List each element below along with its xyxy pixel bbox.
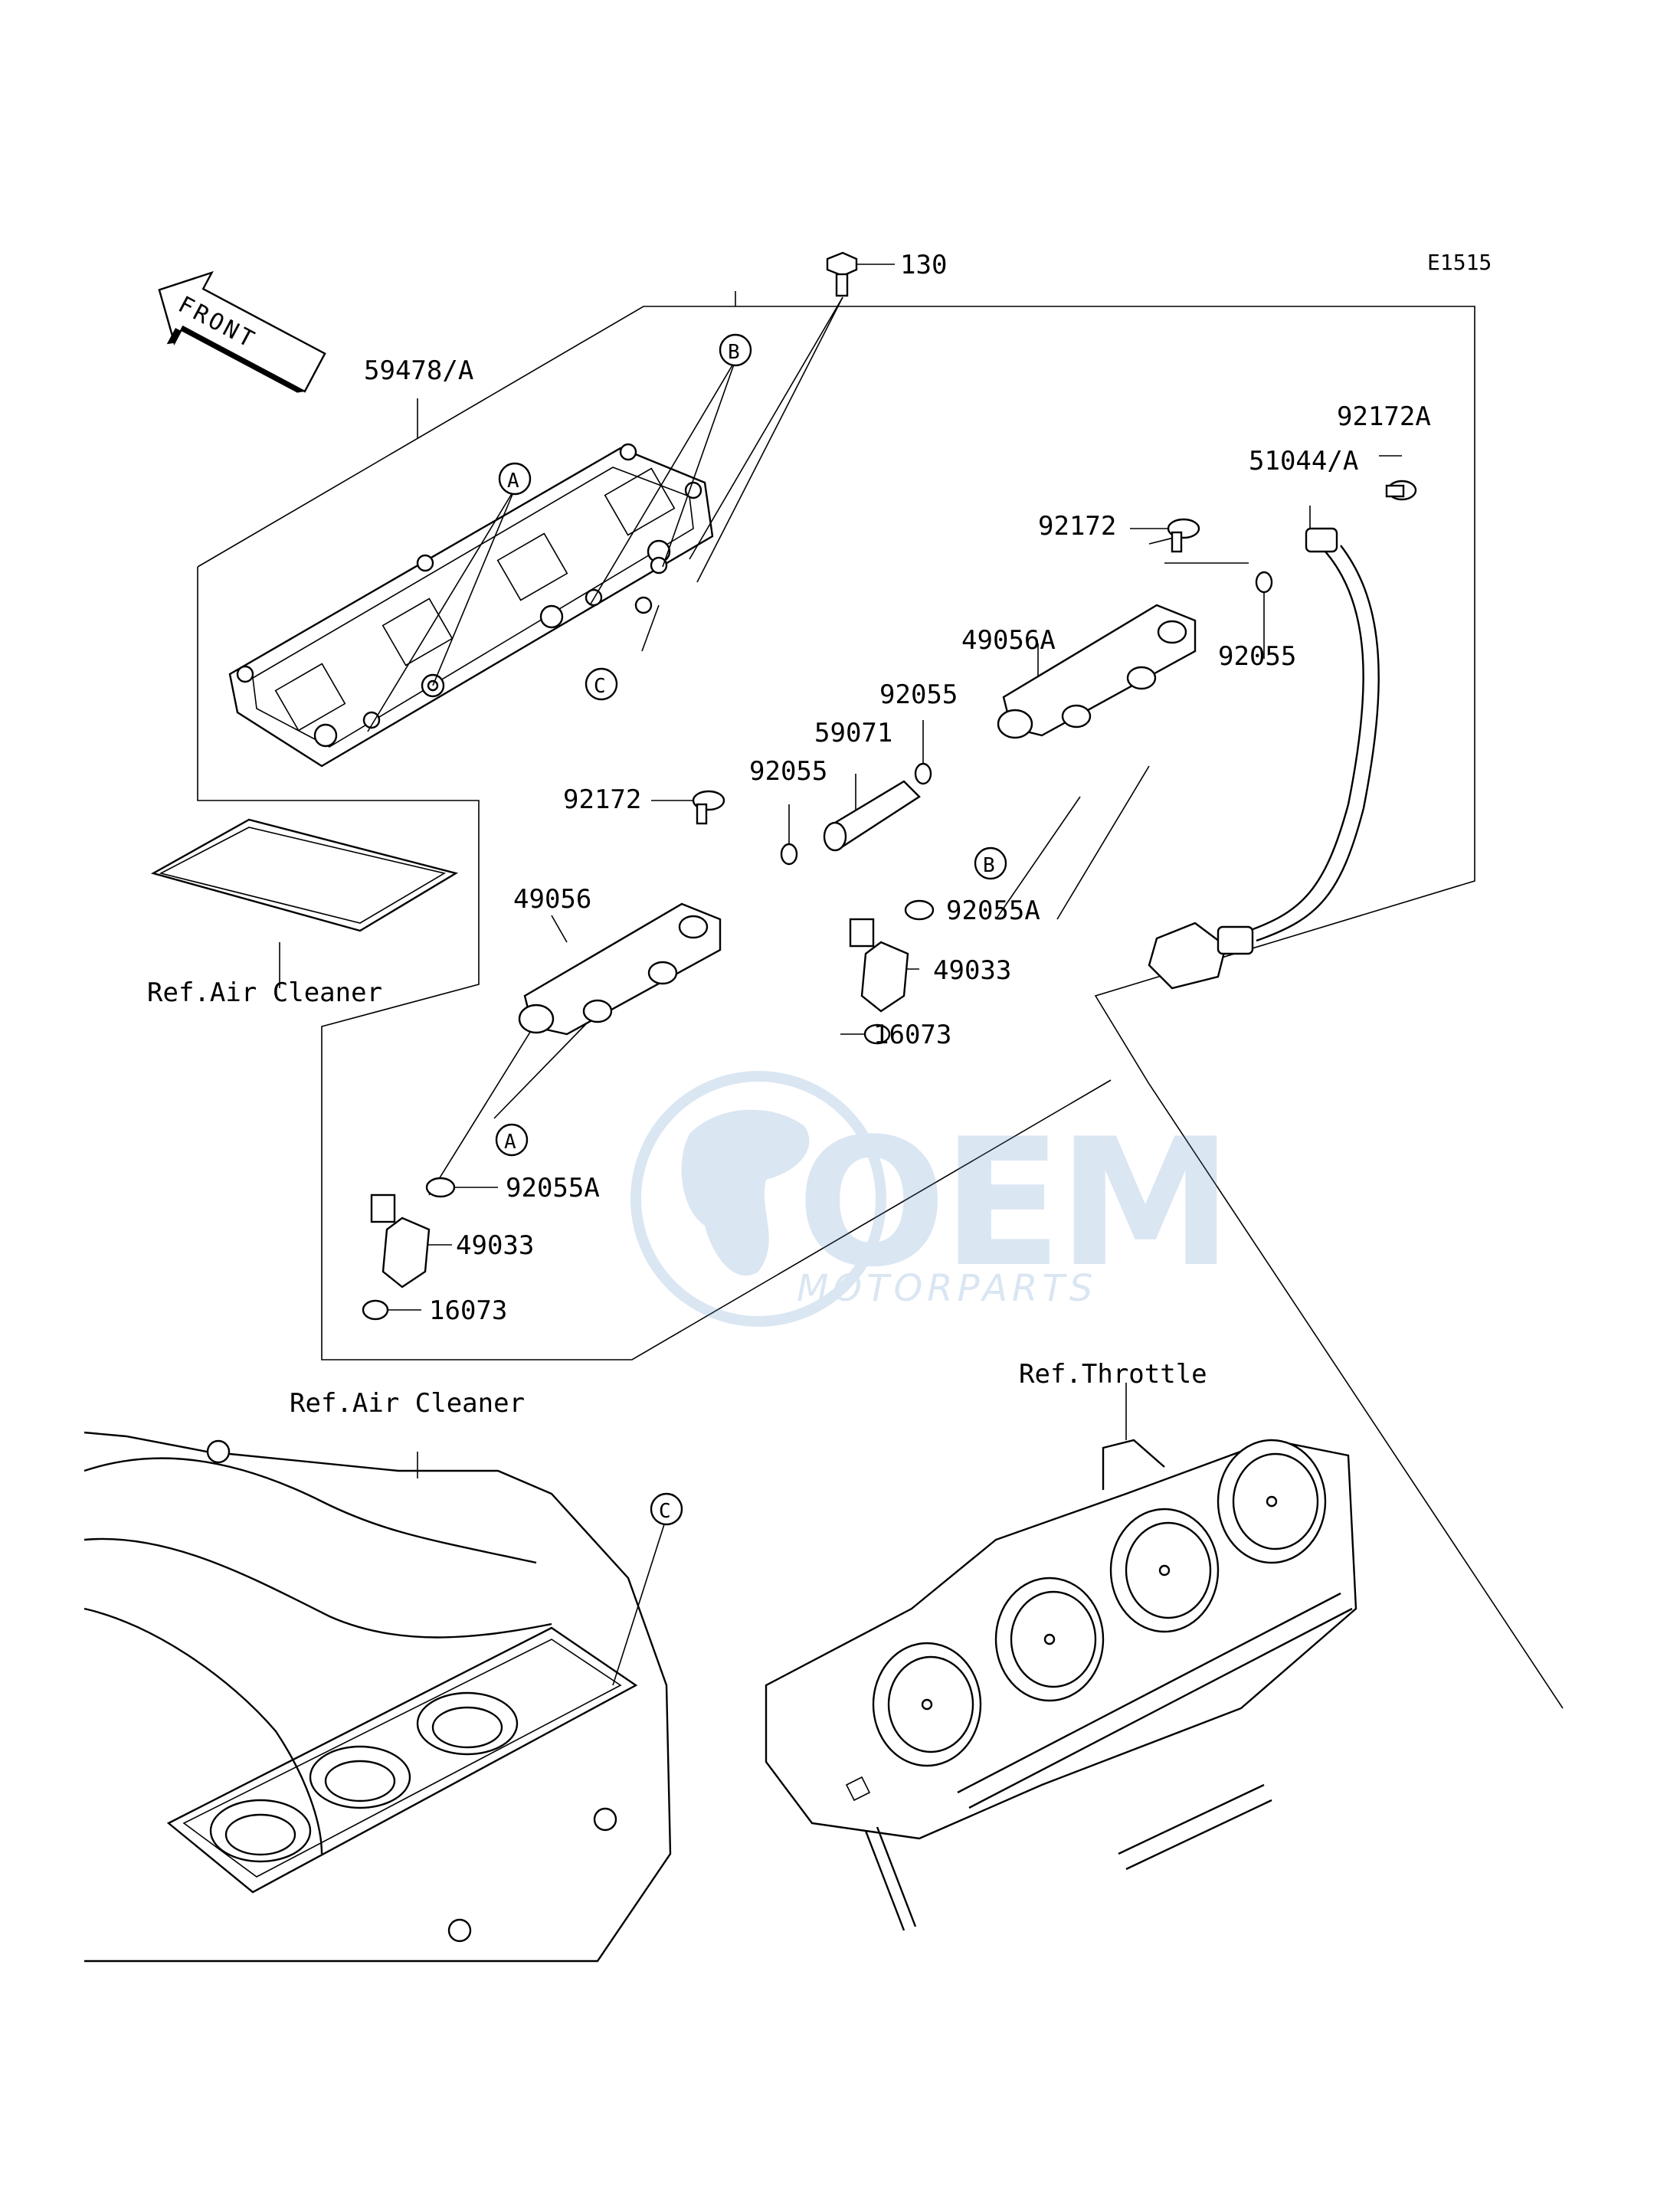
svg-text:C: C	[594, 675, 606, 698]
label-49033-right: 49033	[933, 955, 1011, 986]
screw-92172a	[1385, 480, 1417, 501]
throttle-body-assembly	[765, 1439, 1357, 1931]
svg-text:A: A	[504, 1131, 516, 1154]
ref-air-cleaner-bottom: Ref.Air Cleaner	[290, 1388, 525, 1419]
label-51044a: 51044/A	[1249, 446, 1358, 476]
label-130: 130	[900, 250, 947, 280]
bolt-130-part	[826, 251, 858, 297]
label-59071: 59071	[814, 718, 892, 748]
globe-icon	[630, 1071, 886, 1327]
diagram-code: E1515	[1427, 250, 1492, 275]
oem-motorparts-watermark: OEM MOTORPARTS	[630, 1071, 1233, 1327]
injector-49033-right	[849, 918, 909, 1045]
callout-a-1: A	[498, 462, 532, 496]
label-16073-right: 16073	[873, 1020, 951, 1050]
label-92172a: 92172A	[1337, 401, 1431, 432]
label-92055-right: 92055	[1218, 641, 1296, 672]
svg-text:C: C	[659, 1500, 671, 1523]
callout-c-1: C	[585, 667, 618, 701]
label-92055-mid2: 92055	[749, 756, 827, 787]
screw-92172-left	[692, 790, 725, 825]
label-92055a-left: 92055A	[506, 1173, 600, 1203]
delivery-pipe-49056a	[997, 604, 1197, 739]
callout-b-1: B	[719, 333, 752, 367]
fuel-hose-51044a	[1148, 527, 1380, 990]
svg-text:B: B	[983, 854, 995, 877]
callout-b-2: B	[974, 846, 1007, 880]
label-49033-left: 49033	[456, 1230, 534, 1261]
watermark-brand: OEM	[797, 1102, 1229, 1306]
assembly-frame	[197, 306, 1564, 1709]
air-cleaner-gasket	[150, 818, 459, 932]
callout-a-2: A	[495, 1123, 529, 1157]
label-92172-left: 92172	[563, 784, 641, 815]
intake-cover-part	[228, 443, 714, 768]
callout-c-2: C	[650, 1492, 683, 1526]
o-rings	[425, 571, 1273, 1198]
label-59478a: 59478/A	[364, 355, 473, 386]
ref-air-cleaner-top: Ref.Air Cleaner	[147, 977, 382, 1008]
delivery-pipe-49056	[518, 902, 722, 1036]
svg-text:A: A	[507, 470, 519, 493]
label-49056: 49056	[513, 884, 591, 915]
label-16073-left: 16073	[429, 1295, 507, 1326]
label-92172-right: 92172	[1038, 511, 1116, 542]
svg-text:B: B	[728, 341, 740, 364]
label-92055a-right: 92055A	[946, 895, 1040, 926]
watermark-tagline: MOTORPARTS	[797, 1267, 1097, 1310]
injector-49033-left	[362, 1193, 431, 1321]
ref-throttle: Ref.Throttle	[1019, 1359, 1207, 1390]
air-cleaner-housing	[84, 1431, 672, 1963]
screw-92172-right	[1167, 518, 1200, 553]
label-92055-mid1: 92055	[879, 679, 958, 710]
label-49056a: 49056A	[961, 625, 1056, 656]
front-arrow-icon: FRONT	[158, 270, 326, 393]
part-labels: 130 59478/A 92172A 51044/A 92172 49056A …	[364, 250, 1431, 1326]
joint-pipe-59071	[823, 780, 921, 852]
